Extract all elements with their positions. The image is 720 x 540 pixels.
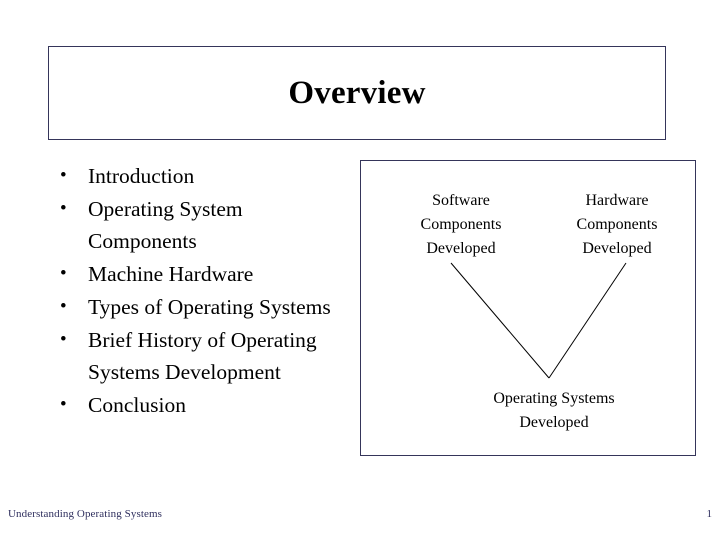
list-item: • Types of Operating Systems <box>60 291 355 323</box>
bullet-point-icon: • <box>60 296 67 317</box>
page-title: Overview <box>288 74 426 111</box>
diagram-node-software: Software Components Developed <box>420 192 502 257</box>
title-box: Overview <box>48 46 666 140</box>
convergence-arrow-icon <box>450 262 627 379</box>
diagram-box: Software Components Developed Hardware C… <box>360 160 696 456</box>
diagram-node-hardware: Hardware Components Developed <box>576 192 658 257</box>
bullet-point-icon: • <box>60 329 67 350</box>
bullet-point-icon: • <box>60 263 67 284</box>
bullet-point-icon: • <box>60 198 67 219</box>
list-item: • Operating System Components <box>60 193 355 257</box>
diagram-node-operating-systems: Operating Systems Developed <box>493 390 615 431</box>
list-item-label: Operating System Components <box>88 197 243 253</box>
list-item: • Brief History of Operating Systems Dev… <box>60 324 355 388</box>
list-item-label: Machine Hardware <box>88 262 254 286</box>
bullet-point-icon: • <box>60 165 67 186</box>
list-item-label: Introduction <box>88 164 195 188</box>
list-item: • Machine Hardware <box>60 258 355 290</box>
list-item: • Conclusion <box>60 389 355 421</box>
list-item: • Introduction <box>60 160 355 192</box>
list-item-label: Types of Operating Systems <box>88 295 331 319</box>
bullet-list: • Introduction • Operating System Compon… <box>60 160 355 422</box>
list-item-label: Conclusion <box>88 393 186 417</box>
footer-label: Understanding Operating Systems <box>8 508 163 520</box>
list-item-label: Brief History of Operating Systems Devel… <box>88 328 317 384</box>
page-number: 1 <box>706 508 713 520</box>
bullet-point-icon: • <box>60 394 67 415</box>
